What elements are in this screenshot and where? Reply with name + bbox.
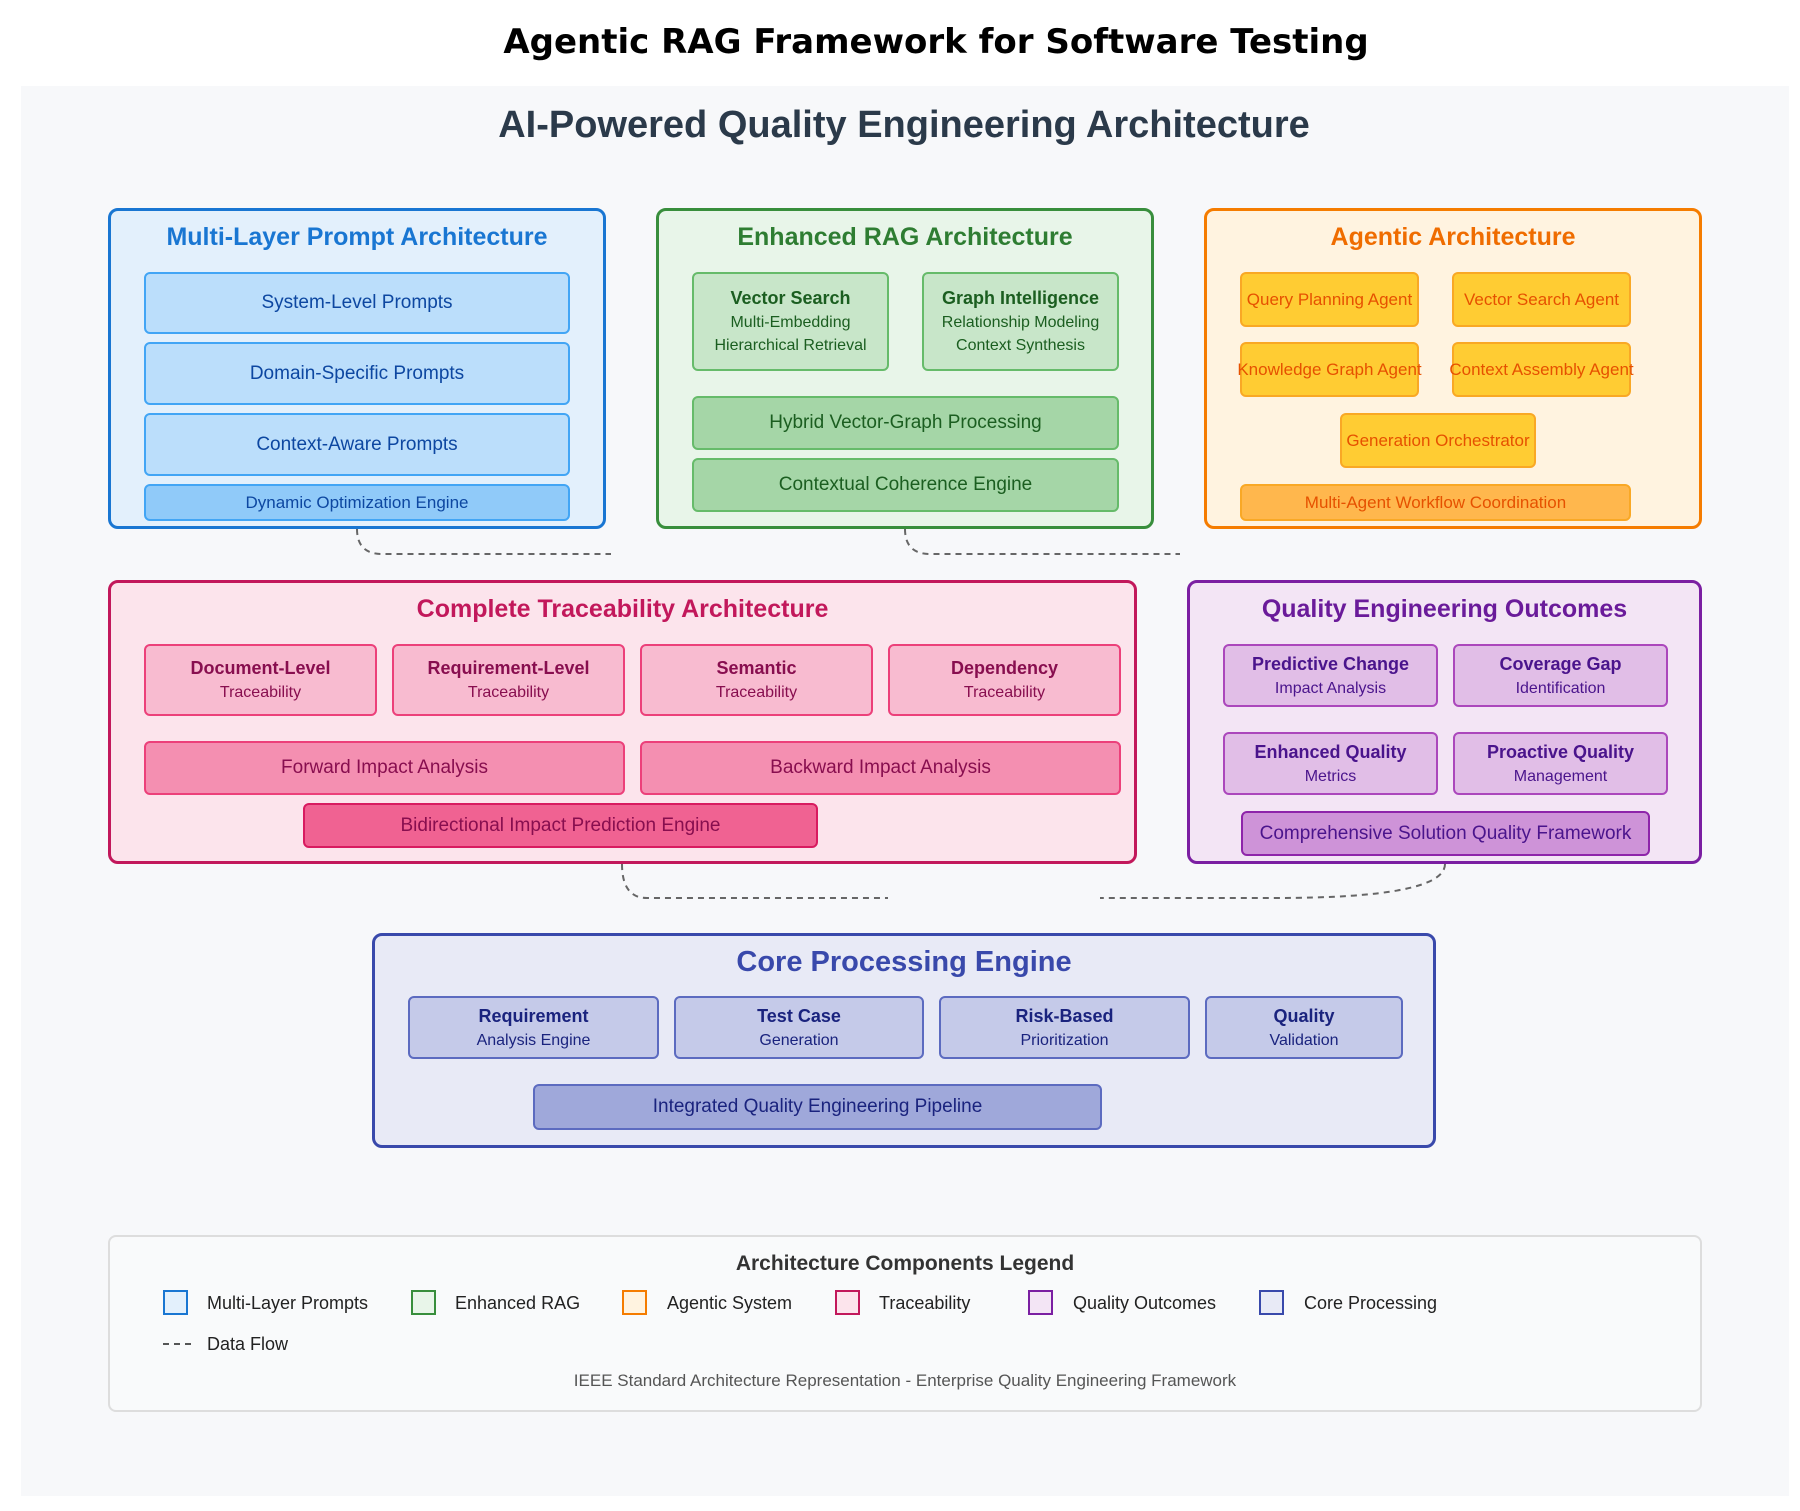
quality-coverage-heading: Coverage Gap — [1499, 653, 1622, 674]
core-risk-heading: Risk-Based — [1015, 1005, 1114, 1026]
legend-label-flow: Data Flow — [207, 1334, 289, 1354]
legend-footer: IEEE Standard Architecture Representatio… — [573, 1371, 1237, 1390]
legend-label-traceability: Traceability — [879, 1293, 971, 1313]
legend-swatch-quality — [1028, 1290, 1053, 1315]
core-quality-sub: Validation — [1269, 1031, 1339, 1049]
flow-line-prompt — [356, 528, 611, 555]
prompt-panel: Multi-Layer Prompt Architecture System-L… — [108, 208, 606, 529]
legend-swatch-core — [1259, 1290, 1284, 1315]
agent-query-planning: Query Planning Agent — [1240, 272, 1419, 327]
trace-semantic-heading: Semantic — [716, 658, 797, 678]
trace-dependency: Dependency Traceability — [888, 644, 1121, 716]
graph-intelligence-line1: Relationship Modeling — [941, 314, 1100, 331]
core-quality-heading: Quality — [1273, 1005, 1335, 1026]
quality-coverage-sub: Identification — [1515, 679, 1606, 697]
trace-semantic-sub: Traceability — [715, 684, 798, 701]
legend-dash-icon — [163, 1343, 191, 1345]
legend-swatch-traceability — [835, 1290, 860, 1315]
trace-document-sub: Traceability — [219, 684, 302, 701]
vector-search-box: Vector Search Multi-Embedding Hierarchic… — [692, 272, 889, 371]
agentic-panel-title: Agentic Architecture — [1330, 223, 1576, 251]
quality-predictive-heading: Predictive Change — [1251, 653, 1410, 674]
trace-dependency-sub: Traceability — [963, 684, 1046, 701]
legend-swatch-rag — [411, 1290, 436, 1315]
quality-enhanced-heading: Enhanced Quality — [1254, 741, 1407, 762]
legend-swatch-agentic — [622, 1290, 647, 1315]
hybrid-processing-box: Hybrid Vector-Graph Processing — [692, 396, 1119, 450]
agent-vector-search: Vector Search Agent — [1452, 272, 1631, 327]
agent-context-assembly: Context Assembly Agent — [1449, 342, 1634, 397]
trace-requirement-heading: Requirement-Level — [427, 658, 590, 678]
quality-proactive-heading: Proactive Quality — [1486, 741, 1635, 762]
bidirectional-impact-engine: Bidirectional Impact Prediction Engine — [303, 803, 818, 848]
core-quality-validation: Quality Validation — [1205, 996, 1403, 1059]
rag-panel: Enhanced RAG Architecture Vector Search … — [656, 208, 1154, 529]
core-risk-prioritization: Risk-Based Prioritization — [939, 996, 1190, 1059]
dynamic-optimization-engine: Dynamic Optimization Engine — [144, 484, 570, 521]
backward-impact-analysis: Backward Impact Analysis — [640, 741, 1121, 795]
rag-panel-title: Enhanced RAG Architecture — [737, 223, 1073, 251]
core-testcase-heading: Test Case — [757, 1005, 841, 1026]
core-test-case-generation: Test Case Generation — [674, 996, 924, 1059]
graph-intelligence-box: Graph Intelligence Relationship Modeling… — [922, 272, 1119, 371]
trace-document-heading: Document-Level — [190, 658, 331, 678]
graph-intelligence-line2: Context Synthesis — [956, 337, 1085, 354]
page-title: Agentic RAG Framework for Software Testi… — [503, 22, 1369, 62]
flow-line-trace — [621, 863, 888, 899]
flow-line-quality — [1100, 863, 1446, 899]
quality-coverage-gap: Coverage Gap Identification — [1453, 644, 1668, 707]
traceability-panel-title: Complete Traceability Architecture — [416, 595, 829, 623]
generation-orchestrator: Generation Orchestrator — [1340, 413, 1536, 468]
quality-panel-title: Quality Engineering Outcomes — [1261, 595, 1628, 623]
agentic-panel: Agentic Architecture Query Planning Agen… — [1204, 208, 1702, 529]
core-processing-panel: Core Processing Engine Requirement Analy… — [372, 933, 1436, 1148]
core-testcase-sub: Generation — [759, 1031, 839, 1049]
multi-agent-workflow: Multi-Agent Workflow Coordination — [1240, 484, 1631, 521]
flow-line-rag — [904, 528, 1180, 555]
legend-title: Architecture Components Legend — [735, 1252, 1075, 1275]
legend-label-core: Core Processing — [1304, 1293, 1438, 1313]
trace-semantic: Semantic Traceability — [640, 644, 873, 716]
graph-intelligence-heading: Graph Intelligence — [941, 288, 1100, 308]
solution-quality-framework: Comprehensive Solution Quality Framework — [1241, 811, 1650, 856]
prompt-item-domain: Domain-Specific Prompts — [144, 342, 570, 405]
prompt-panel-title: Multi-Layer Prompt Architecture — [166, 223, 548, 251]
quality-proactive-management: Proactive Quality Management — [1453, 732, 1668, 795]
core-requirement-analysis: Requirement Analysis Engine — [408, 996, 659, 1059]
trace-document-level: Document-Level Traceability — [144, 644, 377, 716]
legend-label-quality: Quality Outcomes — [1073, 1293, 1217, 1313]
quality-predictive-change: Predictive Change Impact Analysis — [1223, 644, 1438, 707]
vector-search-line2: Hierarchical Retrieval — [714, 337, 867, 354]
core-panel-title: Core Processing Engine — [736, 946, 1072, 978]
legend-label-rag: Enhanced RAG — [455, 1293, 581, 1313]
legend-label-agentic: Agentic System — [667, 1293, 793, 1313]
quality-panel: Quality Engineering Outcomes Predictive … — [1187, 580, 1702, 864]
core-requirement-sub: Analysis Engine — [476, 1031, 591, 1049]
forward-impact-analysis: Forward Impact Analysis — [144, 741, 625, 795]
quality-enhanced-sub: Metrics — [1304, 767, 1357, 785]
legend-panel: Architecture Components Legend Multi-Lay… — [108, 1235, 1702, 1412]
integrated-pipeline: Integrated Quality Engineering Pipeline — [533, 1084, 1102, 1130]
vector-search-line1: Multi-Embedding — [730, 314, 851, 331]
quality-predictive-sub: Impact Analysis — [1274, 679, 1387, 697]
legend-swatch-prompts — [163, 1290, 188, 1315]
agent-knowledge-graph: Knowledge Graph Agent — [1237, 342, 1422, 397]
coherence-engine-box: Contextual Coherence Engine — [692, 458, 1119, 512]
quality-enhanced-metrics: Enhanced Quality Metrics — [1223, 732, 1438, 795]
legend-label-prompts: Multi-Layer Prompts — [207, 1293, 369, 1313]
prompt-item-system: System-Level Prompts — [144, 272, 570, 334]
diagram-subtitle: AI-Powered Quality Engineering Architect… — [498, 104, 1310, 146]
vector-search-heading: Vector Search — [730, 288, 851, 308]
quality-proactive-sub: Management — [1513, 767, 1608, 785]
prompt-item-context: Context-Aware Prompts — [144, 413, 570, 476]
trace-requirement-level: Requirement-Level Traceability — [392, 644, 625, 716]
core-requirement-heading: Requirement — [478, 1005, 589, 1026]
trace-dependency-heading: Dependency — [950, 658, 1059, 678]
traceability-panel: Complete Traceability Architecture Docum… — [108, 580, 1137, 864]
core-risk-sub: Prioritization — [1020, 1031, 1109, 1049]
trace-requirement-sub: Traceability — [467, 684, 550, 701]
